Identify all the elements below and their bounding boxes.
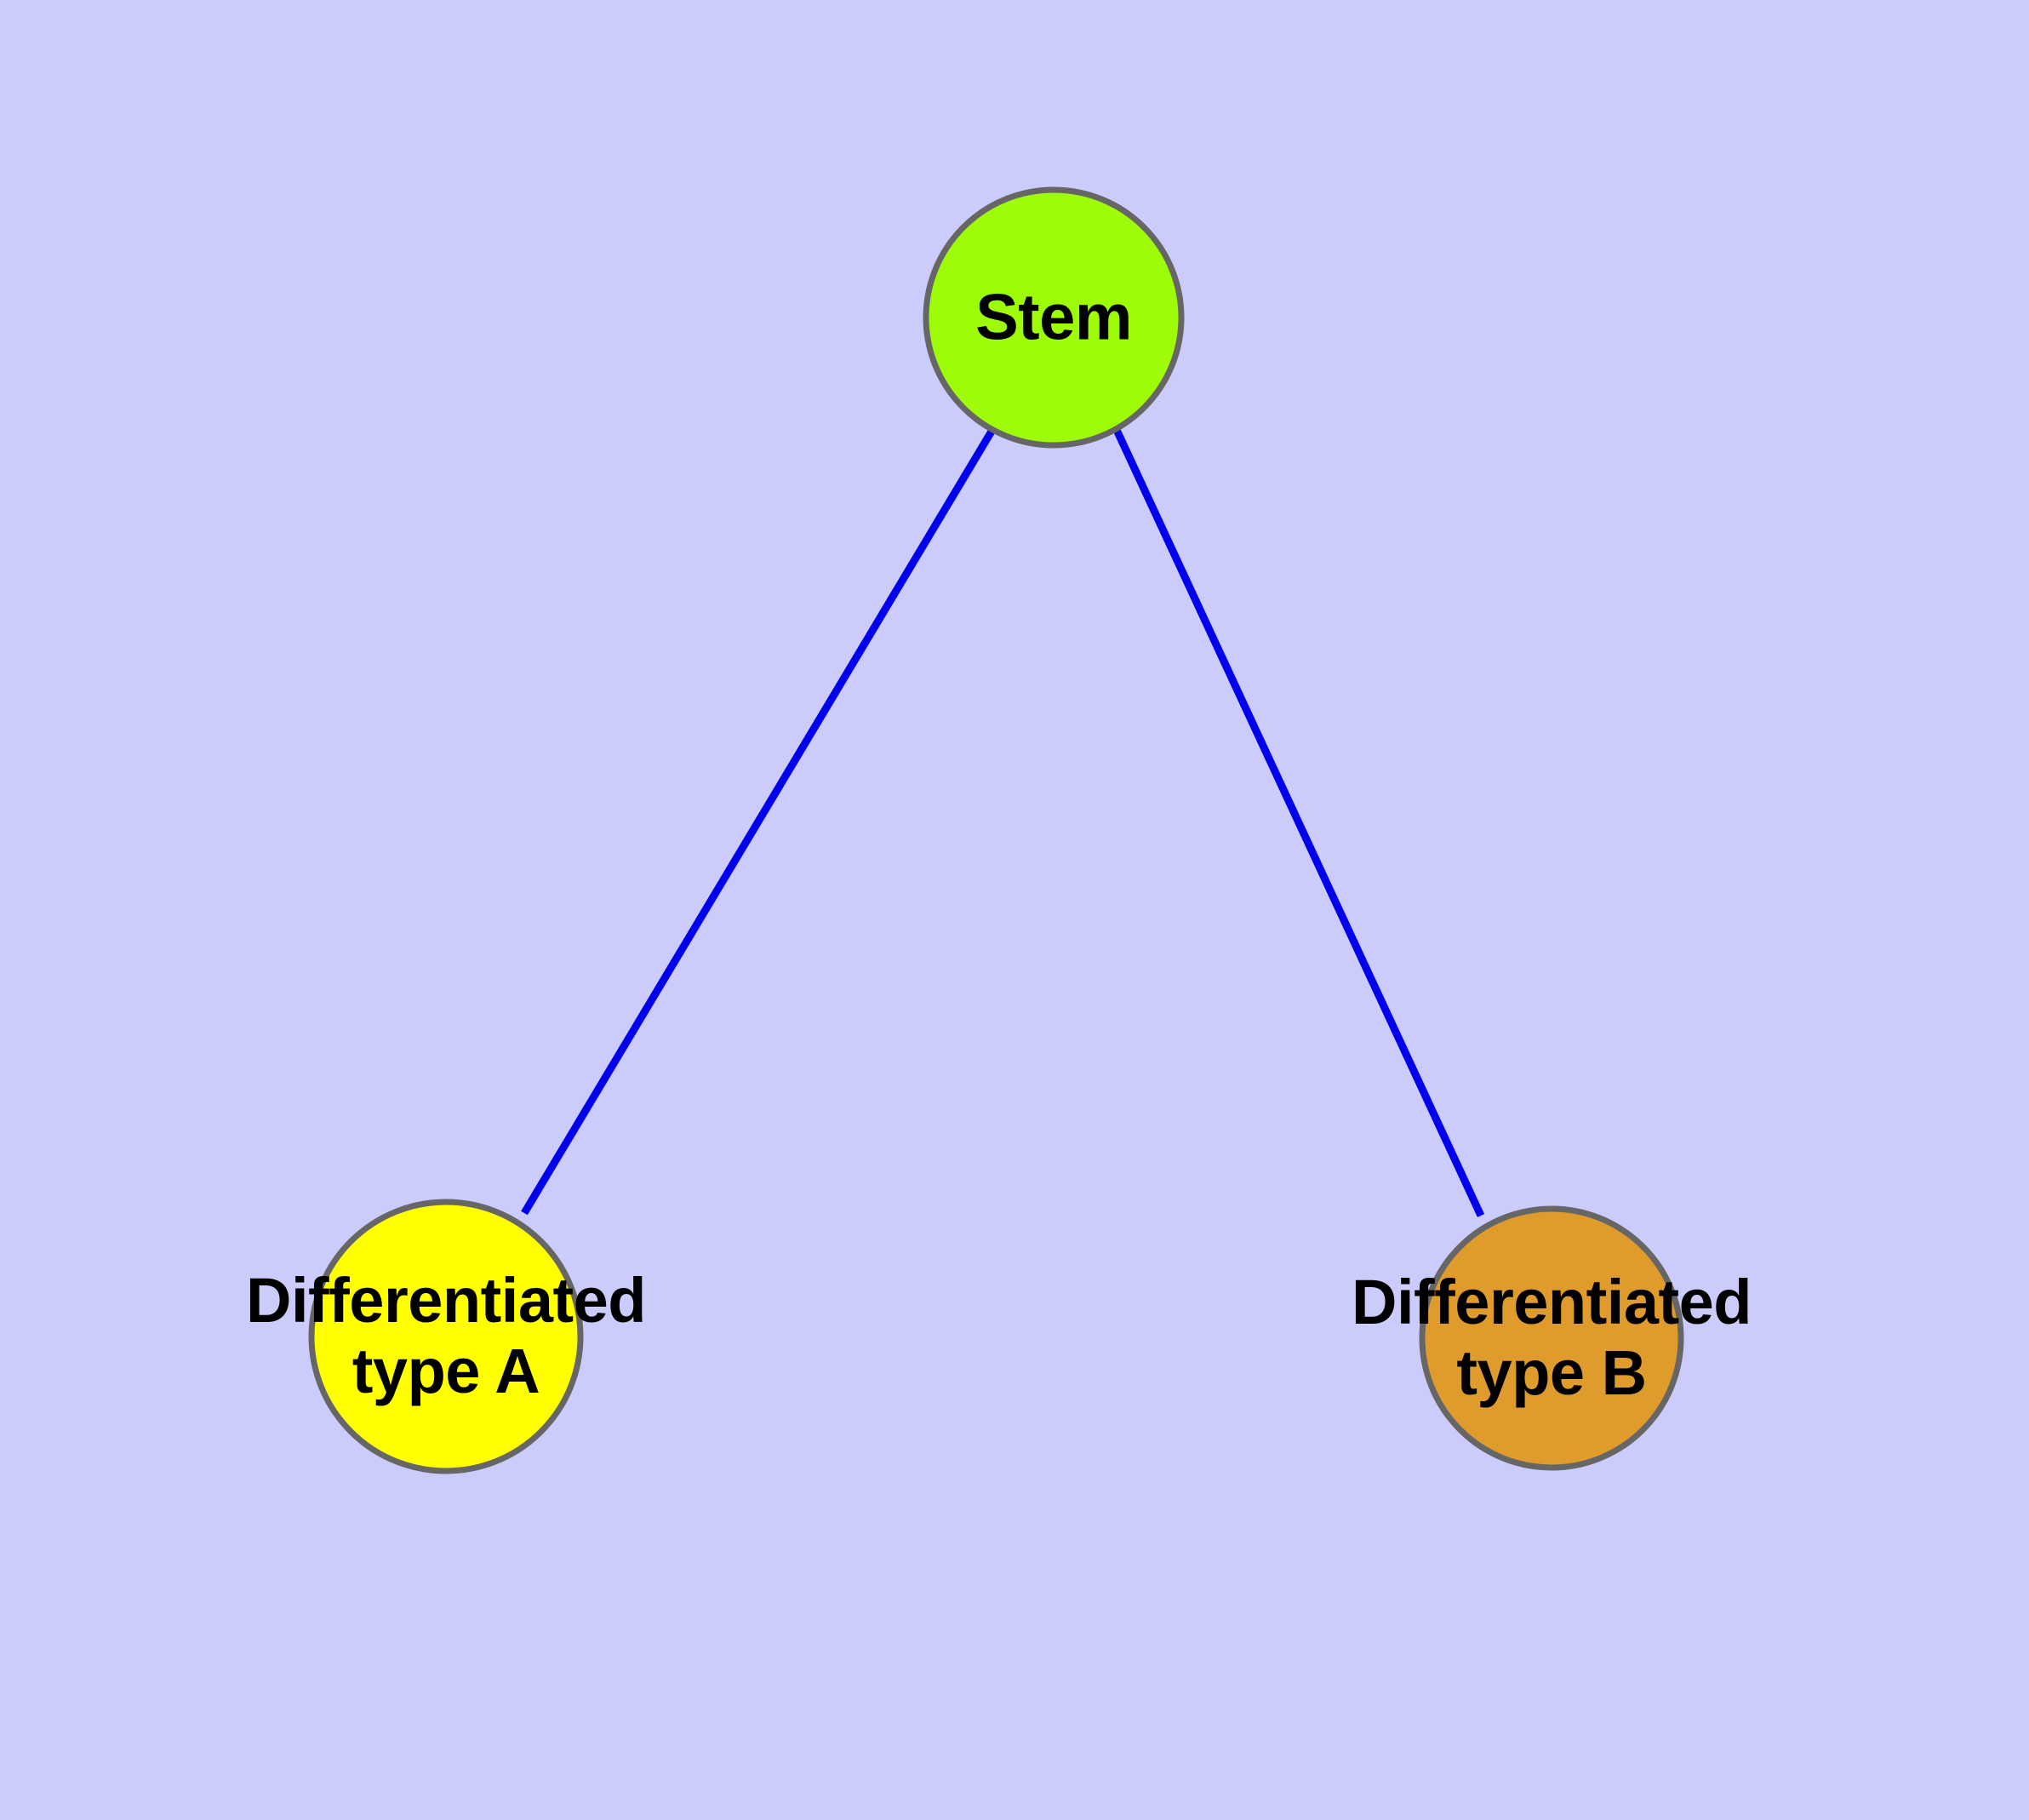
node-differentiated-type-b[interactable] — [1419, 1205, 1684, 1471]
nodes-layer — [308, 186, 1684, 1474]
edge-stem-to-differentiated-type-b[interactable] — [1112, 428, 1485, 1217]
node-stem[interactable] — [923, 186, 1185, 449]
node-differentiated-type-a[interactable] — [308, 1199, 584, 1474]
edges-layer — [521, 427, 1485, 1217]
edge-stem-to-differentiated-type-a[interactable] — [521, 427, 996, 1216]
